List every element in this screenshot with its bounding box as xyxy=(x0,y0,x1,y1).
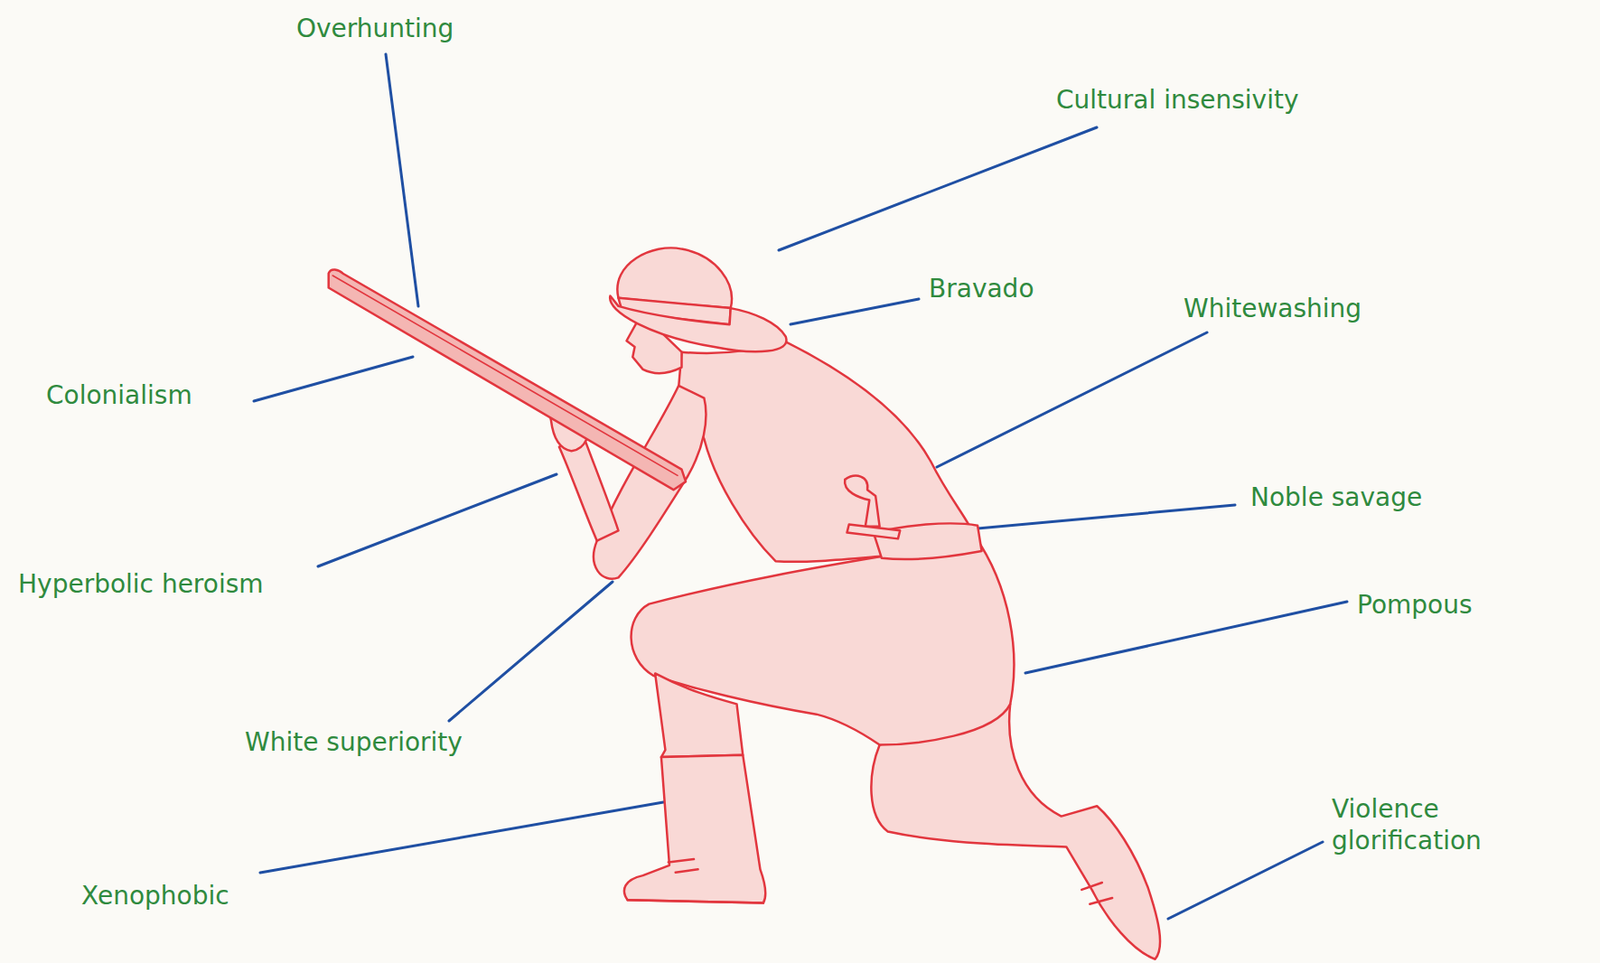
boot-laces xyxy=(627,859,764,904)
leader-line xyxy=(318,474,557,567)
callout-label: Whitewashing xyxy=(1183,292,1362,325)
callout-label: White superiority xyxy=(244,726,463,758)
hunter-figure xyxy=(328,247,1161,959)
front-shin xyxy=(654,673,743,758)
callout-label: Xenophobic xyxy=(81,879,230,912)
helmet-brim xyxy=(609,296,786,353)
leader-line xyxy=(385,54,419,307)
callout-label: Colonialism xyxy=(46,379,193,412)
knife-handle xyxy=(844,476,880,527)
rifle xyxy=(328,269,686,490)
leader-line xyxy=(790,299,919,325)
leader-line xyxy=(778,127,1097,251)
boot-laces xyxy=(1081,882,1113,905)
leader-line xyxy=(1025,601,1348,674)
front-boot xyxy=(624,755,766,904)
callout-label: Hyperbolic heroism xyxy=(18,568,264,600)
callout-label: Noble savage xyxy=(1250,481,1423,514)
leader-lines xyxy=(253,54,1348,919)
upper-arm xyxy=(593,385,706,580)
callout-label: Cultural insensivity xyxy=(1056,84,1300,116)
callout-label: Overhunting xyxy=(296,12,454,45)
callout-label: Bravado xyxy=(928,272,1035,305)
leader-line xyxy=(936,332,1208,468)
leader-line xyxy=(253,356,413,402)
rifle-edge xyxy=(332,275,678,476)
callout-label: Violence glorification xyxy=(1331,793,1576,857)
leader-line xyxy=(449,581,613,721)
knife-guard xyxy=(846,524,900,540)
leader-line xyxy=(1168,842,1323,919)
leader-line xyxy=(260,801,669,873)
callout-label: Pompous xyxy=(1356,589,1473,621)
